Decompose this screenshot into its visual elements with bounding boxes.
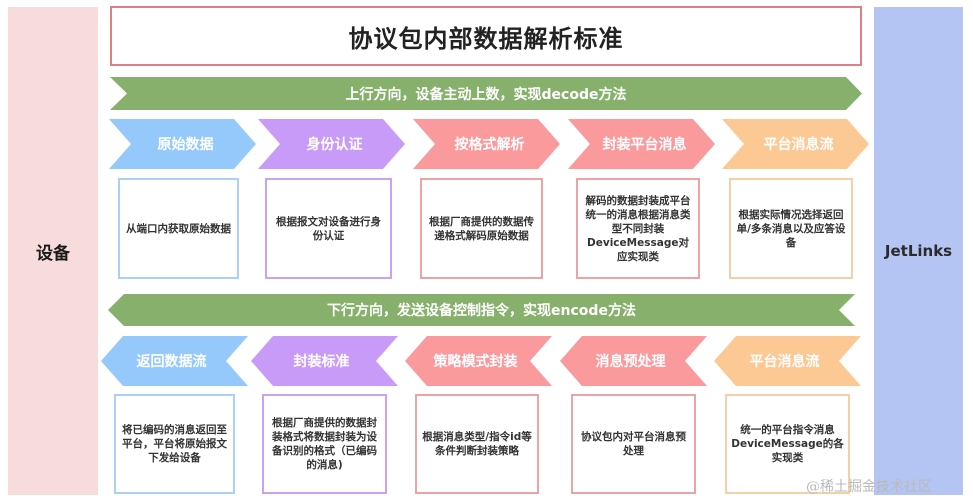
upstream-desc-1: 从端口内获取原始数据	[118, 178, 239, 279]
downstream-band-label: 下行方向，发送设备控制指令，实现encode方法	[327, 303, 636, 319]
desc-text: 协议包内对平台消息预处理	[581, 431, 686, 457]
upstream-arrow-band: 上行方向，设备主动上数，实现decode方法	[110, 77, 862, 110]
upstream-desc-4: 解码的数据封装成平台统一的消息根据消息类型不同封装DeviceMessage对应…	[576, 178, 700, 279]
step-label: 封装标准	[293, 354, 350, 370]
downstream-desc-2: 根据厂商提供的数据封装格式将数据封装为设备识别的格式（已编码的消息)	[262, 394, 387, 494]
downstream-step-strategy-wrap: 策略模式封装	[405, 336, 552, 386]
desc-text: 解码的数据封装成平台统一的消息根据消息类型不同封装DeviceMessage对应…	[585, 194, 691, 263]
step-label: 策略模式封装	[433, 354, 518, 370]
desc-text: 根据厂商提供的数据传递格式解码原始数据	[429, 215, 534, 242]
upstream-step-authentication: 身份认证	[258, 119, 405, 169]
downstream-desc-4: 协议包内对平台消息预处理	[571, 394, 696, 494]
desc-text: 从端口内获取原始数据	[126, 222, 231, 235]
upstream-step-raw-data: 原始数据	[109, 119, 256, 169]
device-panel: 设备	[8, 7, 98, 495]
downstream-step-platform-stream: 平台消息流	[714, 336, 861, 386]
upstream-step-platform-stream: 平台消息流	[722, 119, 869, 169]
step-label: 原始数据	[157, 137, 214, 153]
downstream-step-preprocess: 消息预处理	[560, 336, 707, 386]
diagram-title: 协议包内部数据解析标准	[110, 6, 862, 66]
downstream-step-return-stream: 返回数据流	[101, 336, 248, 386]
watermark: @稀土掘金技术社区	[806, 479, 932, 495]
desc-text: 将已编码的消息返回至平台，平台将原始报文下发给设备	[122, 424, 227, 464]
desc-text: 根据消息类型/指令id等条件判断封装策略	[422, 431, 532, 457]
step-label: 平台消息流	[763, 137, 834, 153]
upstream-step-wrap-platform-message: 封装平台消息	[568, 119, 715, 169]
downstream-desc-3: 根据消息类型/指令id等条件判断封装策略	[415, 394, 539, 494]
step-label: 消息预处理	[595, 354, 666, 370]
jetlinks-label: JetLinks	[884, 242, 953, 260]
upstream-desc-3: 根据厂商提供的数据传递格式解码原始数据	[420, 178, 543, 279]
desc-text: 根据报文对设备进行身份认证	[276, 215, 381, 242]
title-text: 协议包内部数据解析标准	[348, 24, 624, 53]
upstream-band-label: 上行方向，设备主动上数，实现decode方法	[345, 86, 627, 103]
jetlinks-panel: JetLinks	[874, 7, 963, 495]
downstream-step-wrap-standard: 封装标准	[251, 336, 398, 386]
step-label: 封装平台消息	[602, 137, 687, 153]
step-label: 平台消息流	[749, 354, 820, 370]
downstream-arrow-band: 下行方向，发送设备控制指令，实现encode方法	[108, 294, 855, 326]
step-label: 身份认证	[306, 137, 363, 153]
desc-text: 根据实际情况选择返回单/多条消息以及应答设备	[736, 208, 846, 249]
upstream-step-parse-format: 按格式解析	[413, 119, 560, 169]
upstream-desc-5: 根据实际情况选择返回单/多条消息以及应答设备	[729, 178, 853, 279]
downstream-desc-5: 统一的平台指令消息DeviceMessage的各实现类	[725, 394, 850, 494]
desc-text: 根据厂商提供的数据封装格式将数据封装为设备识别的格式（已编码的消息)	[272, 417, 377, 471]
device-label: 设备	[36, 243, 70, 264]
downstream-desc-1: 将已编码的消息返回至平台，平台将原始报文下发给设备	[114, 394, 235, 494]
step-label: 返回数据流	[136, 354, 207, 370]
desc-text: 统一的平台指令消息DeviceMessage的各实现类	[731, 424, 844, 464]
upstream-desc-2: 根据报文对设备进行身份认证	[265, 178, 392, 279]
step-label: 按格式解析	[454, 137, 525, 153]
